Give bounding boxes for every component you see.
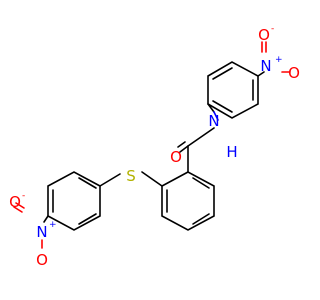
atom-o-nitro-top-single: O [288, 64, 300, 82]
bond-ring-left-to-nitro [43, 215, 49, 223]
atom-n-nitro-top: N [260, 57, 271, 75]
atom-o-nitro-top-double: O [258, 26, 270, 44]
bond-nitro-left-n-o-double [13, 202, 25, 213]
molecule-diagram: N H O S N + O - O N + O - O [9, 24, 300, 269]
charge-minus-nitro-left: - [22, 191, 25, 201]
bond-ring-to-sulfur [141, 171, 163, 187]
bond-amide-n-blue-segment [213, 111, 219, 121]
bond-nitro-top-n-o-double [261, 41, 267, 53]
ring-left-inner-double-bonds [52, 177, 97, 225]
structure-canvas: N H O S N + O - O N + O - O [9, 24, 300, 269]
ring-top-inner-double-bonds [212, 67, 254, 113]
ring-bottom-inner-double-bonds [166, 177, 210, 225]
atom-h-amide: H [226, 143, 237, 161]
bond-ring-top-to-amide-n [207, 103, 215, 113]
ring-bottom-bonds [161, 171, 215, 231]
bond-carbonyl-double [177, 141, 189, 153]
bond-ring-top-to-nitro [257, 71, 265, 77]
bond-sulfur-to-ring-left [99, 173, 121, 187]
atom-s-thioether: S [126, 167, 136, 185]
atom-o-carbonyl: O [170, 148, 182, 166]
ring-top-bonds [207, 61, 259, 119]
atom-n-nitro-left: N [36, 223, 47, 241]
atom-o-nitro-left-single: O [36, 251, 48, 269]
charge-minus-nitro-top: - [271, 24, 274, 34]
atom-o-nitro-left-double: O [9, 193, 21, 211]
bond-amide-n-to-carbonyl [187, 127, 215, 147]
charge-plus-nitro-left: + [49, 220, 57, 230]
atom-n-amide: N [208, 112, 219, 130]
charge-plus-nitro-top: + [275, 55, 283, 65]
